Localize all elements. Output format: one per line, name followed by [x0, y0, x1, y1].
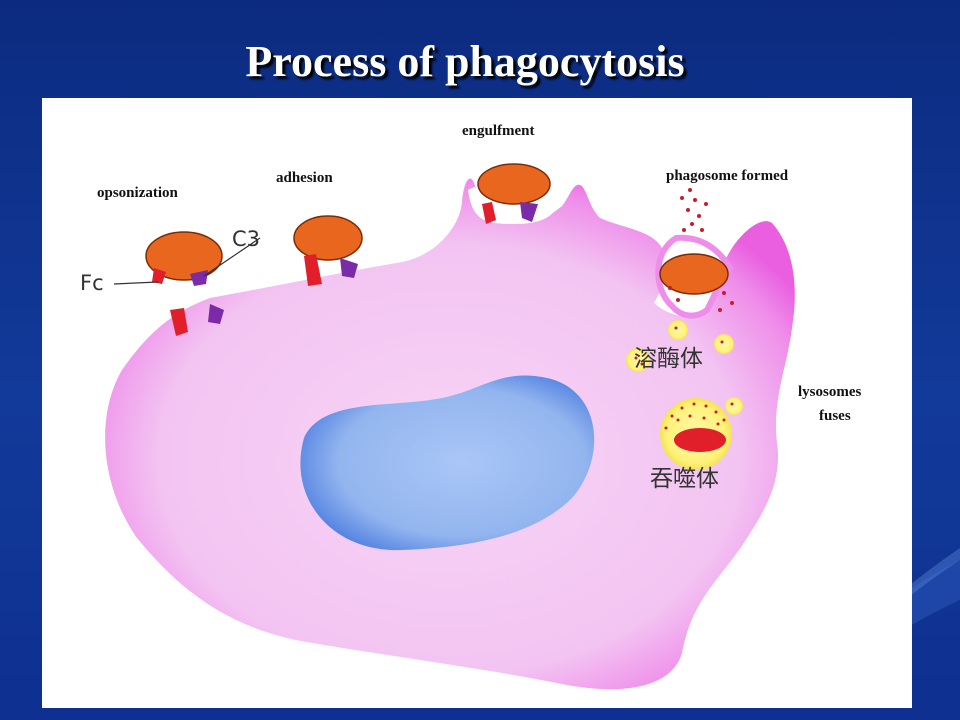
fc-antibody — [152, 268, 166, 284]
label-lysosome-cn: 溶酶体 — [634, 346, 703, 372]
label-c3: C3 — [232, 227, 260, 251]
adhesion-fc-receptor — [304, 254, 322, 286]
membrane-c3-receptor — [208, 304, 224, 324]
phagosome-bacterium — [659, 253, 729, 295]
granule-dots — [668, 188, 734, 312]
diagram-panel: opsonization adhesion engulfment phagoso… — [42, 98, 912, 708]
adhesion-bacterium — [293, 215, 363, 261]
fc-pointer-line — [113, 281, 159, 285]
phagolysosome-dots — [664, 402, 726, 430]
digesting-bacterium — [674, 428, 726, 452]
label-lysosomes: lysosomes — [798, 384, 861, 400]
engulfment-fc-receptor — [482, 202, 496, 224]
lysosome — [725, 397, 743, 415]
phagocytosis-diagram: opsonization adhesion engulfment phagoso… — [80, 123, 861, 690]
lysosome — [668, 320, 688, 340]
adhesion-c3-receptor — [340, 258, 358, 278]
lysosome — [714, 334, 734, 354]
label-phagolysosome-cn: 吞噬体 — [650, 466, 719, 492]
nucleus — [300, 375, 595, 551]
c3-complement — [190, 270, 208, 286]
engulfment-c3-receptor — [520, 202, 538, 222]
membrane-fc-receptor — [170, 308, 188, 336]
engulfment-bacterium — [477, 163, 551, 205]
lysosome-dots — [634, 326, 734, 406]
label-phagosome-formed: phagosome formed — [666, 168, 789, 184]
label-fuses: fuses — [819, 408, 851, 424]
lysosome — [626, 348, 650, 372]
opsonized-bacterium — [145, 231, 223, 281]
c3-pointer-line — [203, 237, 261, 277]
slide-title: Process of phagocytosis — [245, 37, 685, 86]
label-adhesion: adhesion — [276, 170, 333, 186]
label-engulfment: engulfment — [462, 123, 535, 139]
label-opsonization: opsonization — [97, 185, 179, 201]
label-fc: Fc — [80, 271, 104, 295]
